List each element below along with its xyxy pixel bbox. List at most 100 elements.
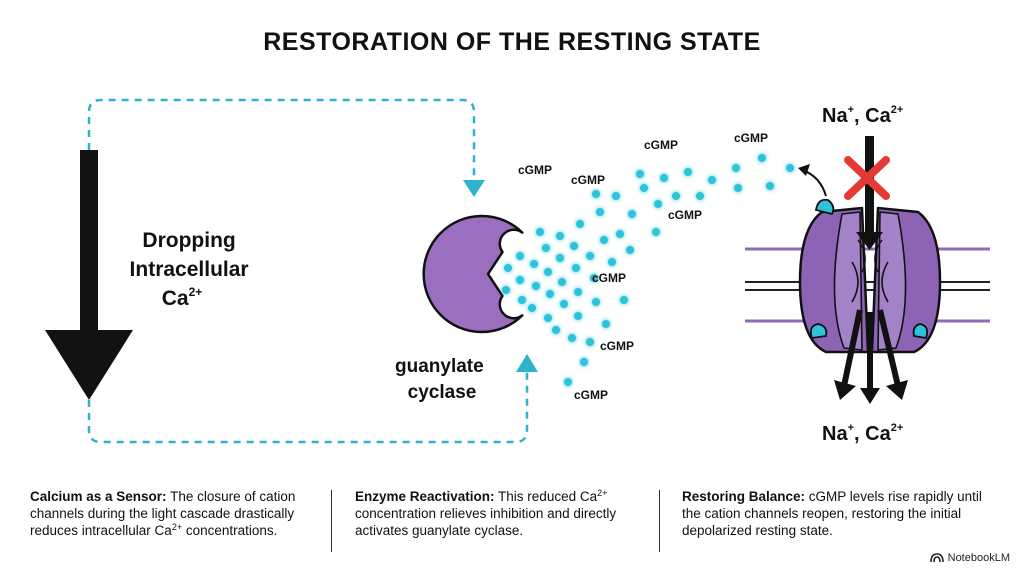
enzyme-label-line2: cyclase <box>408 382 477 403</box>
cgmp-dot <box>504 264 512 272</box>
caption-1-body-end: concentrations. <box>182 523 278 538</box>
ion-label-bottom-sup1: + <box>848 422 854 434</box>
caption-2-body-end: concentration relieves inhibition and di… <box>355 506 617 538</box>
caption-1-body: The closure of cation channels during th… <box>30 489 296 538</box>
cgmp-dot <box>620 296 628 304</box>
cgmp-dot <box>592 298 600 306</box>
cgmp-dot <box>672 192 680 200</box>
cgmp-dot <box>696 192 704 200</box>
cgmp-dot <box>654 200 662 208</box>
cgmp-dot <box>766 182 774 190</box>
cgmp-dot <box>556 232 564 240</box>
cgmp-dot <box>572 264 580 272</box>
brand-logo: NotebookLM <box>929 552 1010 564</box>
cgmp-dot <box>684 168 692 176</box>
cgmp-dot <box>570 242 578 250</box>
ion-label-bottom-na: Na <box>822 423 848 445</box>
diagram-canvas: Dropping Intracellular Ca2+ guanylate cy… <box>45 98 990 445</box>
ion-label-top-sup2: 2+ <box>891 104 904 116</box>
calcium-label-sup: 2+ <box>189 285 203 299</box>
cgmp-dot <box>544 314 552 322</box>
caption-calcium-sensor: Calcium as a Sensor: The closure of cati… <box>30 488 320 539</box>
loop-arrowhead-bottom <box>516 354 538 372</box>
cgmp-dot <box>758 154 766 162</box>
cgmp-dot <box>734 184 742 192</box>
cgmp-dot <box>608 258 616 266</box>
cgmp-dot <box>586 252 594 260</box>
cgmp-dot <box>560 300 568 308</box>
cgmp-dot <box>602 320 610 328</box>
cgmp-dot <box>544 268 552 276</box>
cgmp-label: cGMP <box>668 208 702 222</box>
cgmp-dot <box>558 278 566 286</box>
caption-1-heading: Calcium as a Sensor: <box>30 489 167 504</box>
cgmp-dot <box>536 228 544 236</box>
cgmp-dot <box>590 274 598 282</box>
ion-label-bottom-ca: , Ca <box>854 423 892 445</box>
caption-3-body: cGMP levels rise rapidly until the catio… <box>682 489 982 538</box>
cgmp-dot <box>530 260 538 268</box>
caption-2-body: This reduced Ca <box>494 489 598 504</box>
cgmp-dot <box>552 326 560 334</box>
caption-divider-1 <box>331 490 332 552</box>
cgmp-dot <box>574 288 582 296</box>
cgmp-dot <box>564 378 572 386</box>
caption-divider-2 <box>659 490 660 552</box>
caption-2-heading: Enzyme Reactivation: <box>355 489 495 504</box>
membrane <box>745 247 990 323</box>
cgmp-label: cGMP <box>592 271 626 285</box>
caption-1-sup: 2+ <box>171 522 183 532</box>
cgmp-dot <box>528 304 536 312</box>
ion-label-top: Na+, Ca2+ <box>822 104 903 127</box>
cgmp-dot <box>580 358 588 366</box>
caption-2-sup: 2+ <box>597 488 608 498</box>
ion-outflow-arrows <box>834 309 908 404</box>
cgmp-dot <box>600 236 608 244</box>
loop-arrowhead-top <box>463 180 485 197</box>
calcium-label-line1: Dropping <box>142 229 235 252</box>
ion-label-bottom-sup2: 2+ <box>891 422 904 434</box>
cgmp-dot <box>586 338 594 346</box>
cgmp-label: cGMP <box>644 138 678 152</box>
ion-label-top-na: Na <box>822 105 848 127</box>
cgmp-dot <box>502 286 510 294</box>
cgmp-dot <box>532 282 540 290</box>
calcium-label-line2: Intracellular <box>130 258 249 281</box>
cgmp-label: cGMP <box>518 163 552 177</box>
cgmp-dot <box>652 228 660 236</box>
cgmp-label: cGMP <box>734 131 768 145</box>
cgmp-label: cGMP <box>574 388 608 402</box>
caption-enzyme-reactivation: Enzyme Reactivation: This reduced Ca2+ c… <box>355 488 645 539</box>
ion-label-bottom: Na+, Ca2+ <box>822 422 903 445</box>
cgmp-dot <box>636 170 644 178</box>
cgmp-dot <box>596 208 604 216</box>
cgmp-dot <box>732 164 740 172</box>
cgmp-dot <box>612 192 620 200</box>
page-title: RESTORATION OF THE RESTING STATE <box>263 28 761 56</box>
calcium-label-line3: Ca <box>162 287 189 310</box>
cgmp-dot <box>786 164 794 172</box>
ion-channel <box>798 206 942 354</box>
cgmp-dot <box>628 210 636 218</box>
cgmp-dot <box>626 246 634 254</box>
cgmp-dot <box>708 176 716 184</box>
cgmp-dot <box>556 254 564 262</box>
ion-label-top-sup1: + <box>848 104 854 116</box>
calcium-label: Dropping Intracellular Ca2+ <box>130 229 255 310</box>
binding-arrowhead <box>798 164 810 176</box>
cgmp-molecules <box>502 154 794 386</box>
cgmp-dot <box>546 290 554 298</box>
ion-label-top-ca: , Ca <box>854 105 892 127</box>
cgmp-dot <box>574 312 582 320</box>
calcium-drop-arrow <box>45 150 133 400</box>
feedback-loop-arrow <box>87 98 529 444</box>
cgmp-binding-sites <box>809 198 929 340</box>
cgmp-dot <box>568 334 576 342</box>
cgmp-label: cGMP <box>600 339 634 353</box>
blocked-inflow-arrow <box>856 136 883 250</box>
cgmp-dot <box>518 296 526 304</box>
cgmp-dot <box>592 190 600 198</box>
enzyme-label-line1: guanylate <box>395 356 484 377</box>
